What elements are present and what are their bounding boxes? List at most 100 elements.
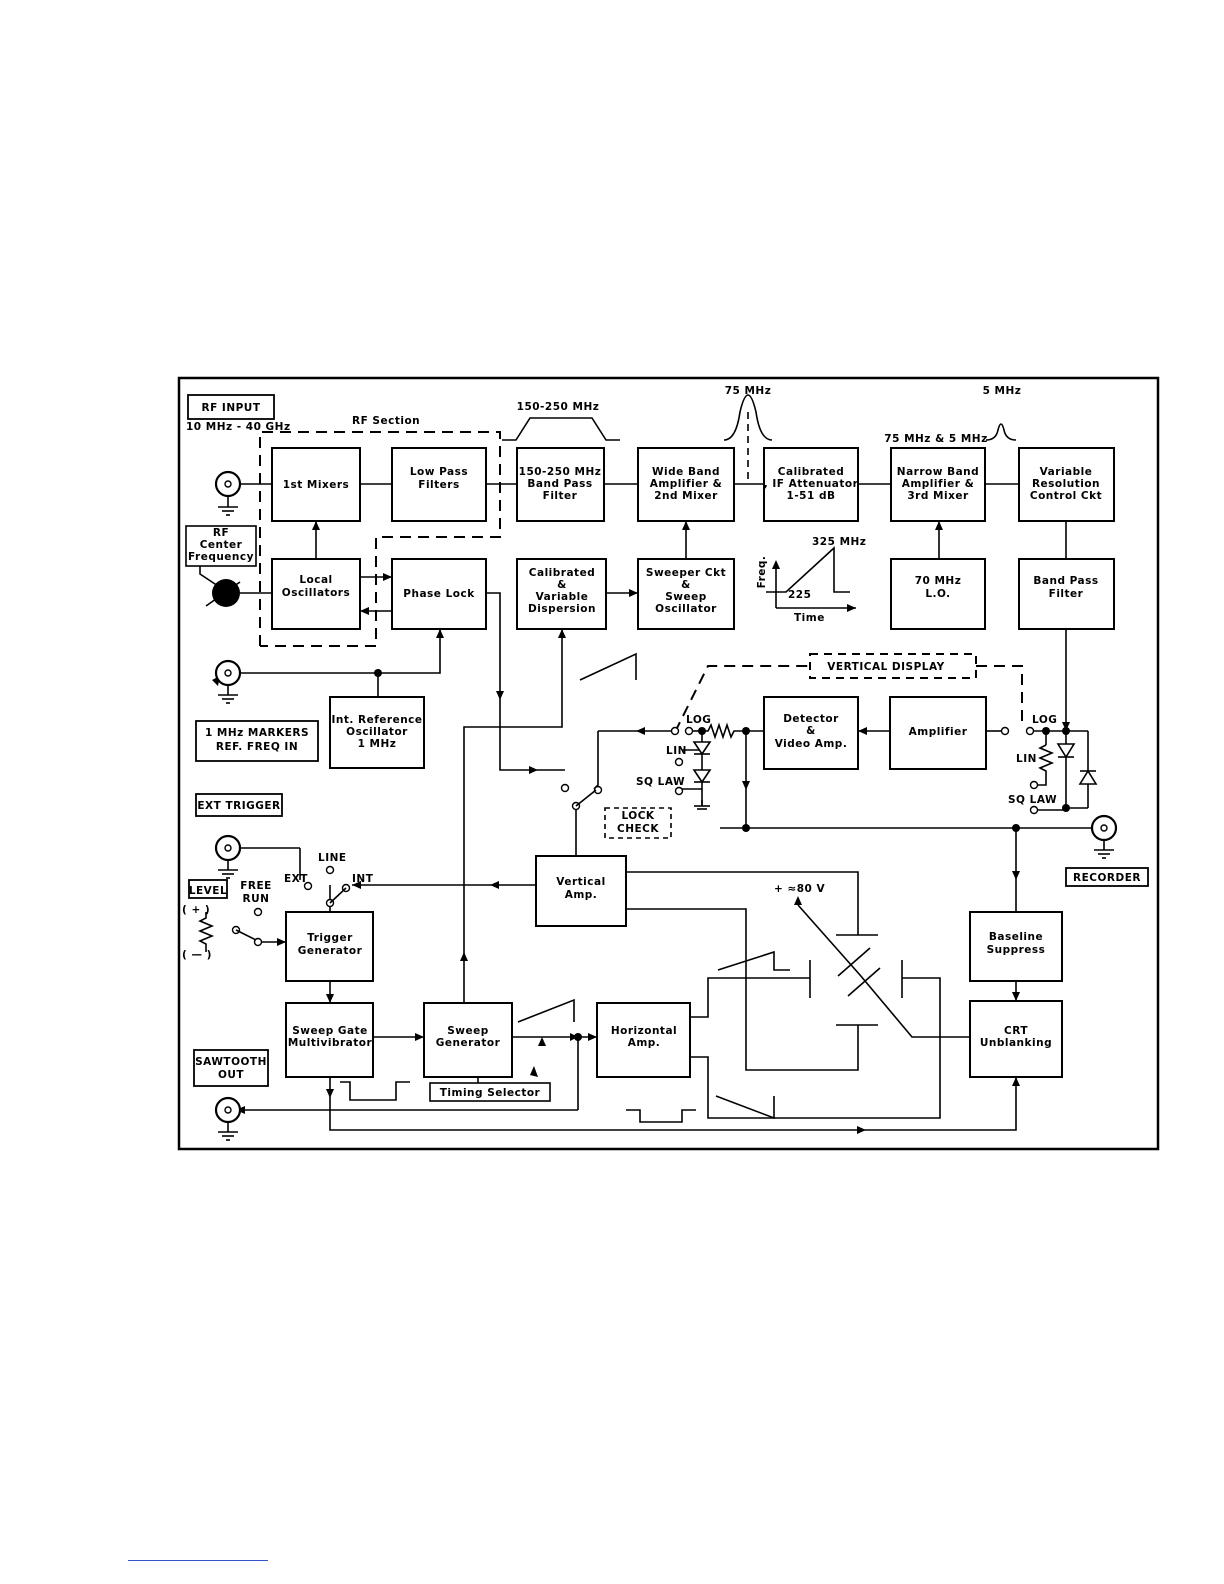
sq-law-right-label: SQ LAW — [1008, 794, 1057, 806]
lin-left-label: LIN — [666, 745, 687, 757]
diagram-frame — [177, 376, 1160, 1151]
svg-text:Detector&Video Amp.: Detector&Video Amp. — [775, 713, 848, 750]
rf-range-label: 10 MHz - 40 GHz — [186, 421, 291, 433]
rf-input-label: RF INPUT — [202, 402, 261, 414]
switch-contacts[interactable] — [231, 726, 1039, 947]
markers-connector — [214, 659, 242, 687]
vertical-display-box — [809, 653, 977, 679]
vertical-display-label: VERTICAL DISPLAY — [827, 661, 944, 673]
rf-section-outline — [259, 431, 501, 647]
bw-5-label: 5 MHz — [983, 385, 1022, 397]
f325-label: 325 MHz — [812, 536, 866, 548]
freq-axis-label: Freq. — [756, 556, 768, 589]
block-amplifier: Amplifier — [889, 696, 987, 770]
svg-text:1st Mixers: 1st Mixers — [283, 479, 350, 491]
log-left-label: LOG — [686, 714, 711, 726]
sawtooth-connector — [214, 1096, 242, 1124]
time-axis-label: Time — [794, 612, 825, 624]
bw-75-5-label: 75 MHz & 5 MHz — [884, 433, 987, 445]
svg-text:Amplifier: Amplifier — [909, 726, 968, 738]
timing-selector-label: Timing Selector — [440, 1087, 541, 1099]
log-right-label: LOG — [1032, 714, 1057, 726]
junctions — [374, 669, 1070, 1041]
f225-label: 225 — [788, 589, 811, 601]
block-mixers: 1st Mixers — [271, 447, 361, 522]
svg-text:Phase Lock: Phase Lock — [403, 588, 475, 600]
bw-150-250-label: 150-250 MHz — [517, 401, 600, 413]
sq-law-left-label: SQ LAW — [636, 776, 685, 788]
rf-section-label: RF Section — [352, 415, 420, 427]
diodes — [692, 741, 1098, 785]
lock-check-box — [604, 807, 672, 839]
lin-right-label: LIN — [1016, 753, 1037, 765]
vertical-display-link-left — [674, 665, 810, 733]
hv-label: + ≈80 V — [774, 883, 826, 895]
rf-center-knob — [205, 579, 241, 607]
recorder-label: RECORDER — [1073, 872, 1141, 884]
level-label: LEVEL — [189, 885, 227, 897]
ext-trigger-connector — [214, 834, 242, 862]
connectors[interactable] — [197, 470, 1118, 1124]
ext-trigger-label: EXT TRIGGER — [197, 800, 280, 812]
ground-symbols — [218, 496, 1114, 1141]
block-phase-lock: Phase Lock — [391, 558, 487, 630]
plus-label: ( + ) — [182, 904, 210, 916]
waveforms — [340, 394, 1017, 1123]
int-label: INT — [352, 873, 374, 885]
block-detector-video-amp: Detector&Video Amp. — [763, 696, 859, 770]
bw-75-label: 75 MHz — [725, 385, 772, 397]
minus-label: ( — ) — [182, 949, 212, 961]
footer-rule — [128, 1560, 268, 1561]
vertical-display-link-right — [976, 665, 1023, 726]
line-label: LINE — [318, 852, 347, 864]
signal-wiring — [236, 412, 1098, 1131]
rf-input-connector — [214, 470, 242, 498]
arrowheads — [212, 472, 1070, 1134]
